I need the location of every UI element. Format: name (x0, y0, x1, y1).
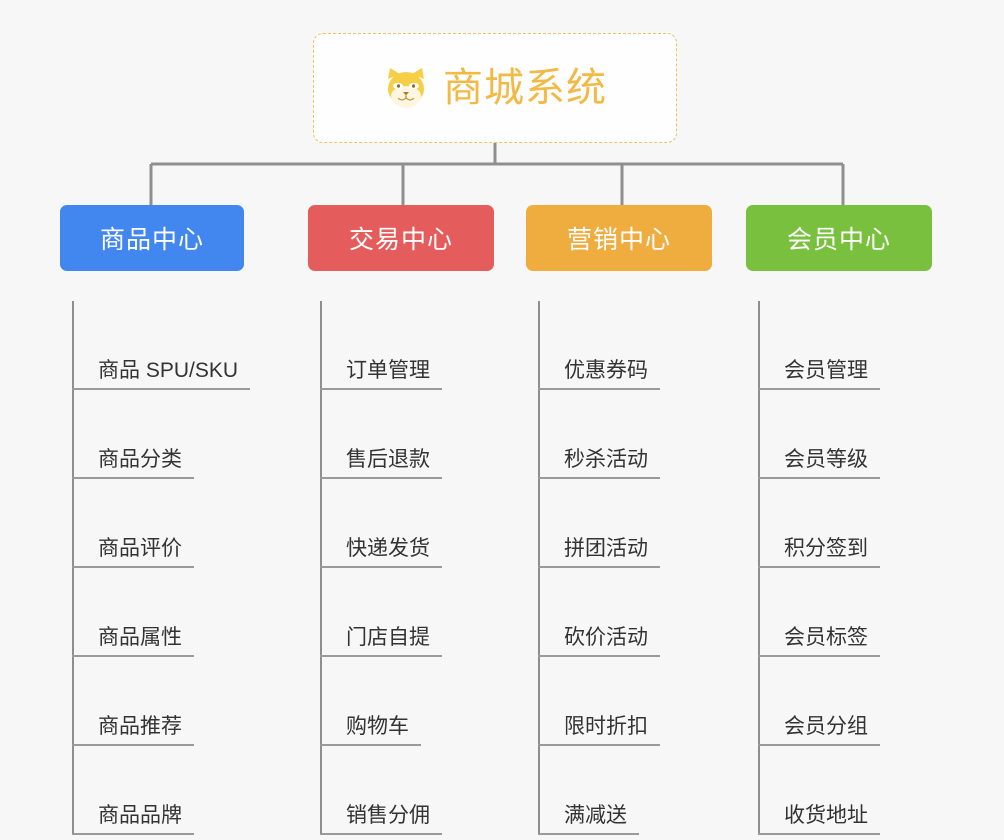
list-item[interactable]: 收货地址 (746, 746, 932, 835)
category-box-0[interactable]: 商品中心 (60, 205, 244, 271)
leaf-list-2: 优惠券码 秒杀活动 拼团活动 砍价活动 限时折扣 满减送 (526, 301, 712, 835)
leaf-label: 会员管理 (784, 359, 868, 382)
list-item[interactable]: 快递发货 (308, 479, 494, 568)
leaf-rule (320, 477, 442, 479)
category-label-0: 商品中心 (99, 226, 204, 254)
category-column-1: 交易中心 订单管理 售后退款 快递发货 门店自提 购物车 销售分佣 (308, 205, 494, 835)
list-item[interactable]: 会员管理 (746, 301, 932, 390)
category-label-2: 营销中心 (566, 226, 671, 254)
leaf-label: 砍价活动 (564, 626, 648, 649)
leaf-label: 售后退款 (346, 448, 430, 471)
list-item[interactable]: 会员标签 (746, 568, 932, 657)
leaf-label: 积分签到 (784, 537, 868, 560)
leaf-label: 门店自提 (346, 626, 430, 649)
leaf-rule (758, 388, 880, 390)
leaf-spine-3 (758, 301, 760, 835)
leaf-rule (320, 388, 442, 390)
leaf-label: 商品分类 (98, 448, 182, 471)
leaf-label: 商品品牌 (98, 804, 182, 827)
category-box-3[interactable]: 会员中心 (746, 205, 932, 271)
leaf-rule (758, 655, 880, 657)
list-item[interactable]: 商品属性 (60, 568, 288, 657)
leaf-list-1: 订单管理 售后退款 快递发货 门店自提 购物车 销售分佣 (308, 301, 494, 835)
leaf-label: 会员等级 (784, 448, 868, 471)
leaf-rule (538, 388, 660, 390)
list-item[interactable]: 商品分类 (60, 390, 288, 479)
list-item[interactable]: 会员等级 (746, 390, 932, 479)
list-item[interactable]: 优惠券码 (526, 301, 712, 390)
leaf-label: 拼团活动 (564, 537, 648, 560)
list-item[interactable]: 门店自提 (308, 568, 494, 657)
leaf-label: 商品属性 (98, 626, 182, 649)
list-item[interactable]: 满减送 (526, 746, 712, 835)
leaf-label: 商品评价 (98, 537, 182, 560)
list-item[interactable]: 积分签到 (746, 479, 932, 568)
leaf-rule (320, 833, 442, 835)
list-item[interactable]: 销售分佣 (308, 746, 494, 835)
leaf-label: 收货地址 (784, 804, 868, 827)
category-column-3: 会员中心 会员管理 会员等级 积分签到 会员标签 会员分组 收货地址 (746, 205, 932, 835)
leaf-label: 限时折扣 (564, 715, 648, 738)
leaf-rule (538, 744, 660, 746)
leaf-label: 商品 SPU/SKU (98, 359, 239, 382)
leaf-label: 秒杀活动 (564, 448, 648, 471)
list-item[interactable]: 购物车 (308, 657, 494, 746)
shiba-dog-icon (383, 65, 429, 111)
leaf-rule (758, 566, 880, 568)
leaf-rule (320, 655, 442, 657)
category-column-0: 商品中心 商品 SPU/SKU 商品分类 商品评价 商品属性 商品推荐 商品品牌 (60, 205, 288, 835)
leaf-label: 会员标签 (784, 626, 868, 649)
leaf-label: 销售分佣 (346, 804, 430, 827)
leaf-rule (72, 655, 194, 657)
leaf-spine-2 (538, 301, 540, 835)
list-item[interactable]: 秒杀活动 (526, 390, 712, 479)
leaf-rule (538, 655, 660, 657)
list-item[interactable]: 商品品牌 (60, 746, 288, 835)
list-item[interactable]: 拼团活动 (526, 479, 712, 568)
list-item[interactable]: 砍价活动 (526, 568, 712, 657)
leaf-label: 满减送 (564, 804, 627, 827)
leaf-rule (538, 833, 639, 835)
leaf-label: 订单管理 (346, 359, 430, 382)
list-item[interactable]: 订单管理 (308, 301, 494, 390)
list-item[interactable]: 商品推荐 (60, 657, 288, 746)
leaf-rule (538, 477, 660, 479)
category-label-3: 会员中心 (786, 226, 891, 254)
category-box-1[interactable]: 交易中心 (308, 205, 494, 271)
leaf-rule (758, 477, 880, 479)
leaf-rule (72, 477, 194, 479)
root-node[interactable]: 商城系统 (313, 33, 677, 143)
list-item[interactable]: 售后退款 (308, 390, 494, 479)
list-item[interactable]: 会员分组 (746, 657, 932, 746)
leaf-spine-0 (72, 301, 74, 835)
leaf-rule (72, 833, 194, 835)
list-item[interactable]: 商品评价 (60, 479, 288, 568)
leaf-rule (72, 388, 250, 390)
leaf-rule (758, 833, 880, 835)
leaf-rule (538, 566, 660, 568)
leaf-label: 优惠券码 (564, 359, 648, 382)
leaf-rule (758, 744, 880, 746)
list-item[interactable]: 商品 SPU/SKU (60, 301, 288, 390)
leaf-label: 快递发货 (346, 537, 430, 560)
leaf-list-3: 会员管理 会员等级 积分签到 会员标签 会员分组 收货地址 (746, 301, 932, 835)
leaf-spine-1 (320, 301, 322, 835)
leaf-rule (72, 744, 194, 746)
category-box-2[interactable]: 营销中心 (526, 205, 712, 271)
leaf-label: 商品推荐 (98, 715, 182, 738)
category-column-2: 营销中心 优惠券码 秒杀活动 拼团活动 砍价活动 限时折扣 满减送 (526, 205, 712, 835)
list-item[interactable]: 限时折扣 (526, 657, 712, 746)
category-label-1: 交易中心 (348, 226, 453, 254)
root-title: 商城系统 (443, 66, 607, 110)
leaf-rule (320, 744, 421, 746)
leaf-list-0: 商品 SPU/SKU 商品分类 商品评价 商品属性 商品推荐 商品品牌 (60, 301, 288, 835)
leaf-label: 会员分组 (784, 715, 868, 738)
leaf-rule (320, 566, 442, 568)
leaf-rule (72, 566, 194, 568)
leaf-label: 购物车 (346, 715, 409, 738)
